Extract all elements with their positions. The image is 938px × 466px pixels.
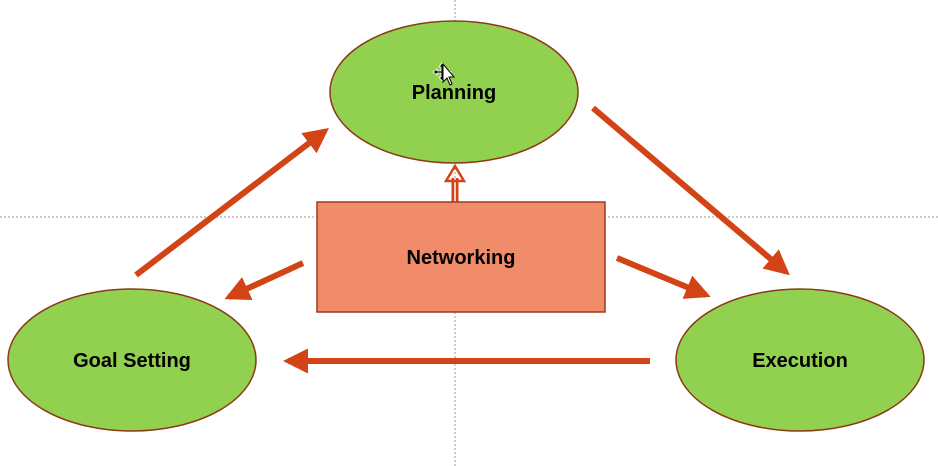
networking-label: Networking [407, 247, 516, 269]
arrows [134, 105, 790, 374]
networking-rectangle[interactable] [316, 201, 606, 313]
goal-setting-ellipse[interactable] [7, 288, 257, 432]
node-planning[interactable]: Planning [329, 20, 579, 164]
goal-setting-label: Goal Setting [73, 350, 191, 372]
arrow-networking-to-planning[interactable] [443, 163, 467, 202]
arrow-networking-to-execution[interactable] [615, 255, 711, 299]
node-networking[interactable]: Networking [316, 201, 606, 313]
execution-ellipse[interactable] [675, 288, 925, 432]
node-goal-setting[interactable]: Goal Setting [7, 288, 257, 432]
node-execution[interactable]: Execution [675, 288, 925, 432]
execution-label: Execution [752, 350, 848, 372]
arrow-goal-setting-to-planning[interactable] [134, 127, 330, 278]
planning-ellipse[interactable] [329, 20, 579, 164]
move-cursor-icon [432, 62, 456, 86]
planning-label: Planning [412, 82, 496, 104]
arrow-networking-to-goal-setting[interactable] [224, 260, 305, 301]
arrow-planning-to-execution[interactable] [591, 105, 790, 276]
